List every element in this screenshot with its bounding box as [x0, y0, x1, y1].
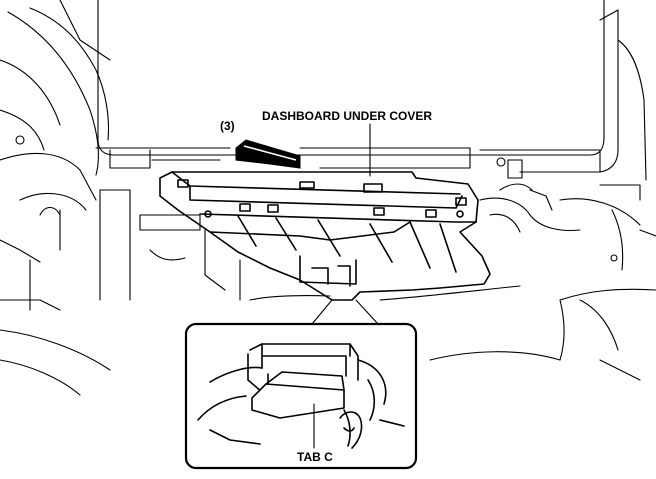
tab-c-closeup	[197, 343, 405, 449]
dashboard-under-cover	[159, 171, 491, 301]
detail-inset: TAB C	[184, 322, 418, 470]
step-label: (3)	[220, 119, 235, 133]
vehicle-interior-background	[0, 0, 656, 396]
detail-callout-lines	[311, 299, 379, 325]
removal-direction-arrow	[235, 139, 301, 169]
leader-lines	[311, 123, 379, 325]
detail-label: TAB C	[297, 450, 333, 464]
part-name-label: DASHBOARD UNDER COVER	[262, 109, 432, 123]
